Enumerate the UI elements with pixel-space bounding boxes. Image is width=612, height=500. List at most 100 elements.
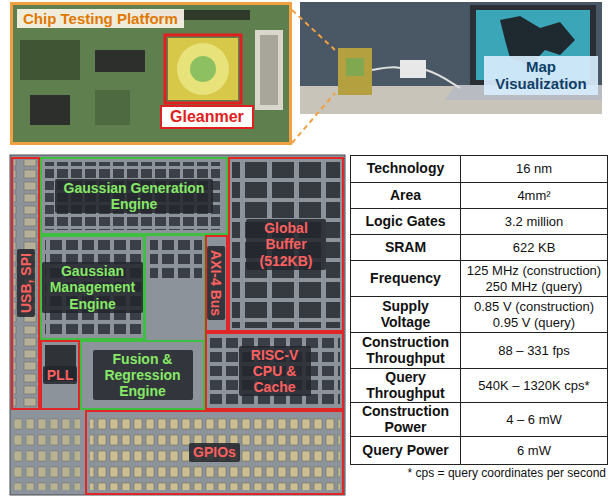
cable: [372, 67, 460, 88]
table-cell: 88 – 331 fps: [461, 333, 607, 368]
table-value: 0.95 V (query): [493, 315, 575, 331]
die-block-region: PLL: [40, 340, 80, 410]
table-key: Area: [390, 188, 421, 203]
table-value: 4 – 6 mW: [506, 412, 562, 428]
zoom-line: [292, 10, 335, 50]
table-cell: Query Throughput: [351, 369, 461, 402]
table-key: Construction Throughput: [356, 335, 456, 366]
pcb-component: [95, 90, 130, 125]
region-outline: [145, 235, 205, 340]
table-row: Logic Gates 3.2 million: [351, 208, 607, 234]
sram-array: [150, 240, 202, 280]
table-cell: Query Power: [351, 437, 461, 464]
table-cell: 16 nm: [461, 156, 607, 182]
table-key: Technology: [367, 161, 445, 176]
block-label: Gleanmer: [170, 108, 244, 125]
table-value: 540K – 1320K cps*: [478, 378, 589, 394]
chip-highlight-box: [165, 35, 241, 103]
table-row: Frequency 125 MHz (construction)250 MHz (…: [351, 260, 607, 296]
table-cell: 0.85 V (construction)0.95 V (query): [461, 297, 607, 332]
table-cell: SRAM: [351, 235, 461, 260]
table-cell: Construction Throughput: [351, 333, 461, 368]
footnote: * cps = query coordinates per second: [408, 466, 606, 480]
gpio-pads: [14, 414, 80, 490]
footnote-text: * cps = query coordinates per second: [408, 466, 606, 480]
socket-lid: [177, 43, 229, 95]
die-block-region: Gaussian Generation Engine: [40, 157, 228, 235]
io-ring: [14, 160, 37, 408]
die-block-region: RISC-V CPU & Cache: [205, 332, 344, 410]
block-label: Gaussian Generation Engine: [55, 179, 213, 213]
block-label: Chip Testing Platform: [17, 9, 184, 28]
cpu-cache-array: [210, 336, 340, 405]
table-cell: Technology: [351, 156, 461, 182]
table-value: 3.2 million: [505, 214, 564, 230]
table-cell: Logic Gates: [351, 209, 461, 234]
table-key: Construction Power: [356, 404, 456, 435]
die-block-region: Global Buffer (512KB): [228, 157, 344, 332]
block-label: PLL: [43, 366, 77, 384]
table-cell: 6 mW: [461, 437, 607, 464]
zoom-line: [292, 93, 335, 143]
table-row: Query Power 6 mW: [351, 436, 607, 464]
table-row: Construction Throughput 88 – 331 fps: [351, 332, 607, 368]
table-cell: 4 – 6 mW: [461, 403, 607, 436]
chip-name-tag: Gleanmer: [160, 105, 254, 129]
block-label: AXI-4 Bus: [207, 246, 225, 320]
table-cell: 125 MHz (construction)250 MHz (query): [461, 261, 607, 296]
block-label: Global Buffer (512KB): [246, 219, 326, 269]
spec-table: Technology 16 nm Area 4mm² Logic Gates 3.2 mi…: [350, 155, 608, 465]
table-key: Frequency: [370, 271, 441, 286]
pcb-chip: [95, 50, 145, 72]
table-row: Construction Power 4 – 6 mW: [351, 402, 607, 436]
table-row: SRAM 622 KB: [351, 234, 607, 260]
table-key: Query Power: [362, 443, 448, 458]
block-label: Fusion & Regression Engine: [93, 350, 193, 400]
testbed-photo-panel: Chip Testing PlatformGleanmer: [10, 2, 292, 145]
sram-array: [45, 162, 220, 230]
pcb-connector: [255, 30, 283, 110]
table-cell: Frequency: [351, 261, 461, 296]
table-row: Supply Voltage0.85 V (construction)0.95 …: [351, 296, 607, 332]
die-block-region: Gaussian Management Engine: [40, 235, 145, 340]
table-cell: 540K – 1320K cps*: [461, 369, 607, 402]
table-value: 16 nm: [516, 161, 552, 177]
die-block-region: Fusion & Regression Engine: [80, 340, 205, 410]
table-key: Supply Voltage: [356, 299, 456, 330]
die-block-region: GPIOs: [85, 410, 344, 495]
pcb-connector: [260, 35, 278, 105]
block-label: GPIOs: [189, 443, 240, 461]
die-block-region: USB, SPI: [11, 157, 40, 410]
table-row: Query Throughput 540K – 1320K cps*: [351, 368, 607, 402]
sram-array: [232, 162, 340, 328]
pcb-chip: [30, 95, 70, 125]
socket-center: [190, 56, 216, 82]
adapter-box: [400, 60, 426, 78]
table-cell: 622 KB: [461, 235, 607, 260]
pcb-component: [20, 40, 80, 80]
table-key: SRAM: [385, 240, 426, 255]
chip-socket: [168, 38, 238, 100]
table-value: 125 MHz (construction): [467, 263, 601, 279]
table-value: 622 KB: [513, 240, 556, 256]
table-cell: Construction Power: [351, 403, 461, 436]
block-label: Map Visualization: [484, 56, 598, 95]
die-block-region: AXI-4 Bus: [205, 235, 228, 332]
table-value: 250 MHz (query): [486, 279, 583, 295]
table-key: Query Throughput: [356, 370, 456, 401]
table-cell: Supply Voltage: [351, 297, 461, 332]
table-cell: Area: [351, 183, 461, 208]
table-value: 6 mW: [517, 443, 551, 459]
table-value: 88 – 331 fps: [498, 343, 570, 359]
test-board: [338, 48, 372, 95]
die-photo: [10, 155, 345, 495]
gpio-pads: [90, 414, 340, 490]
block-label: Gaussian Management Engine: [42, 262, 143, 312]
table-cell: 3.2 million: [461, 209, 607, 234]
block-label: RISC-V CPU & Cache: [239, 346, 311, 396]
table-key: Logic Gates: [365, 214, 445, 229]
block-label: USB, SPI: [16, 250, 34, 318]
table-row: Area 4mm²: [351, 182, 607, 208]
table-value: 4mm²: [517, 188, 550, 204]
